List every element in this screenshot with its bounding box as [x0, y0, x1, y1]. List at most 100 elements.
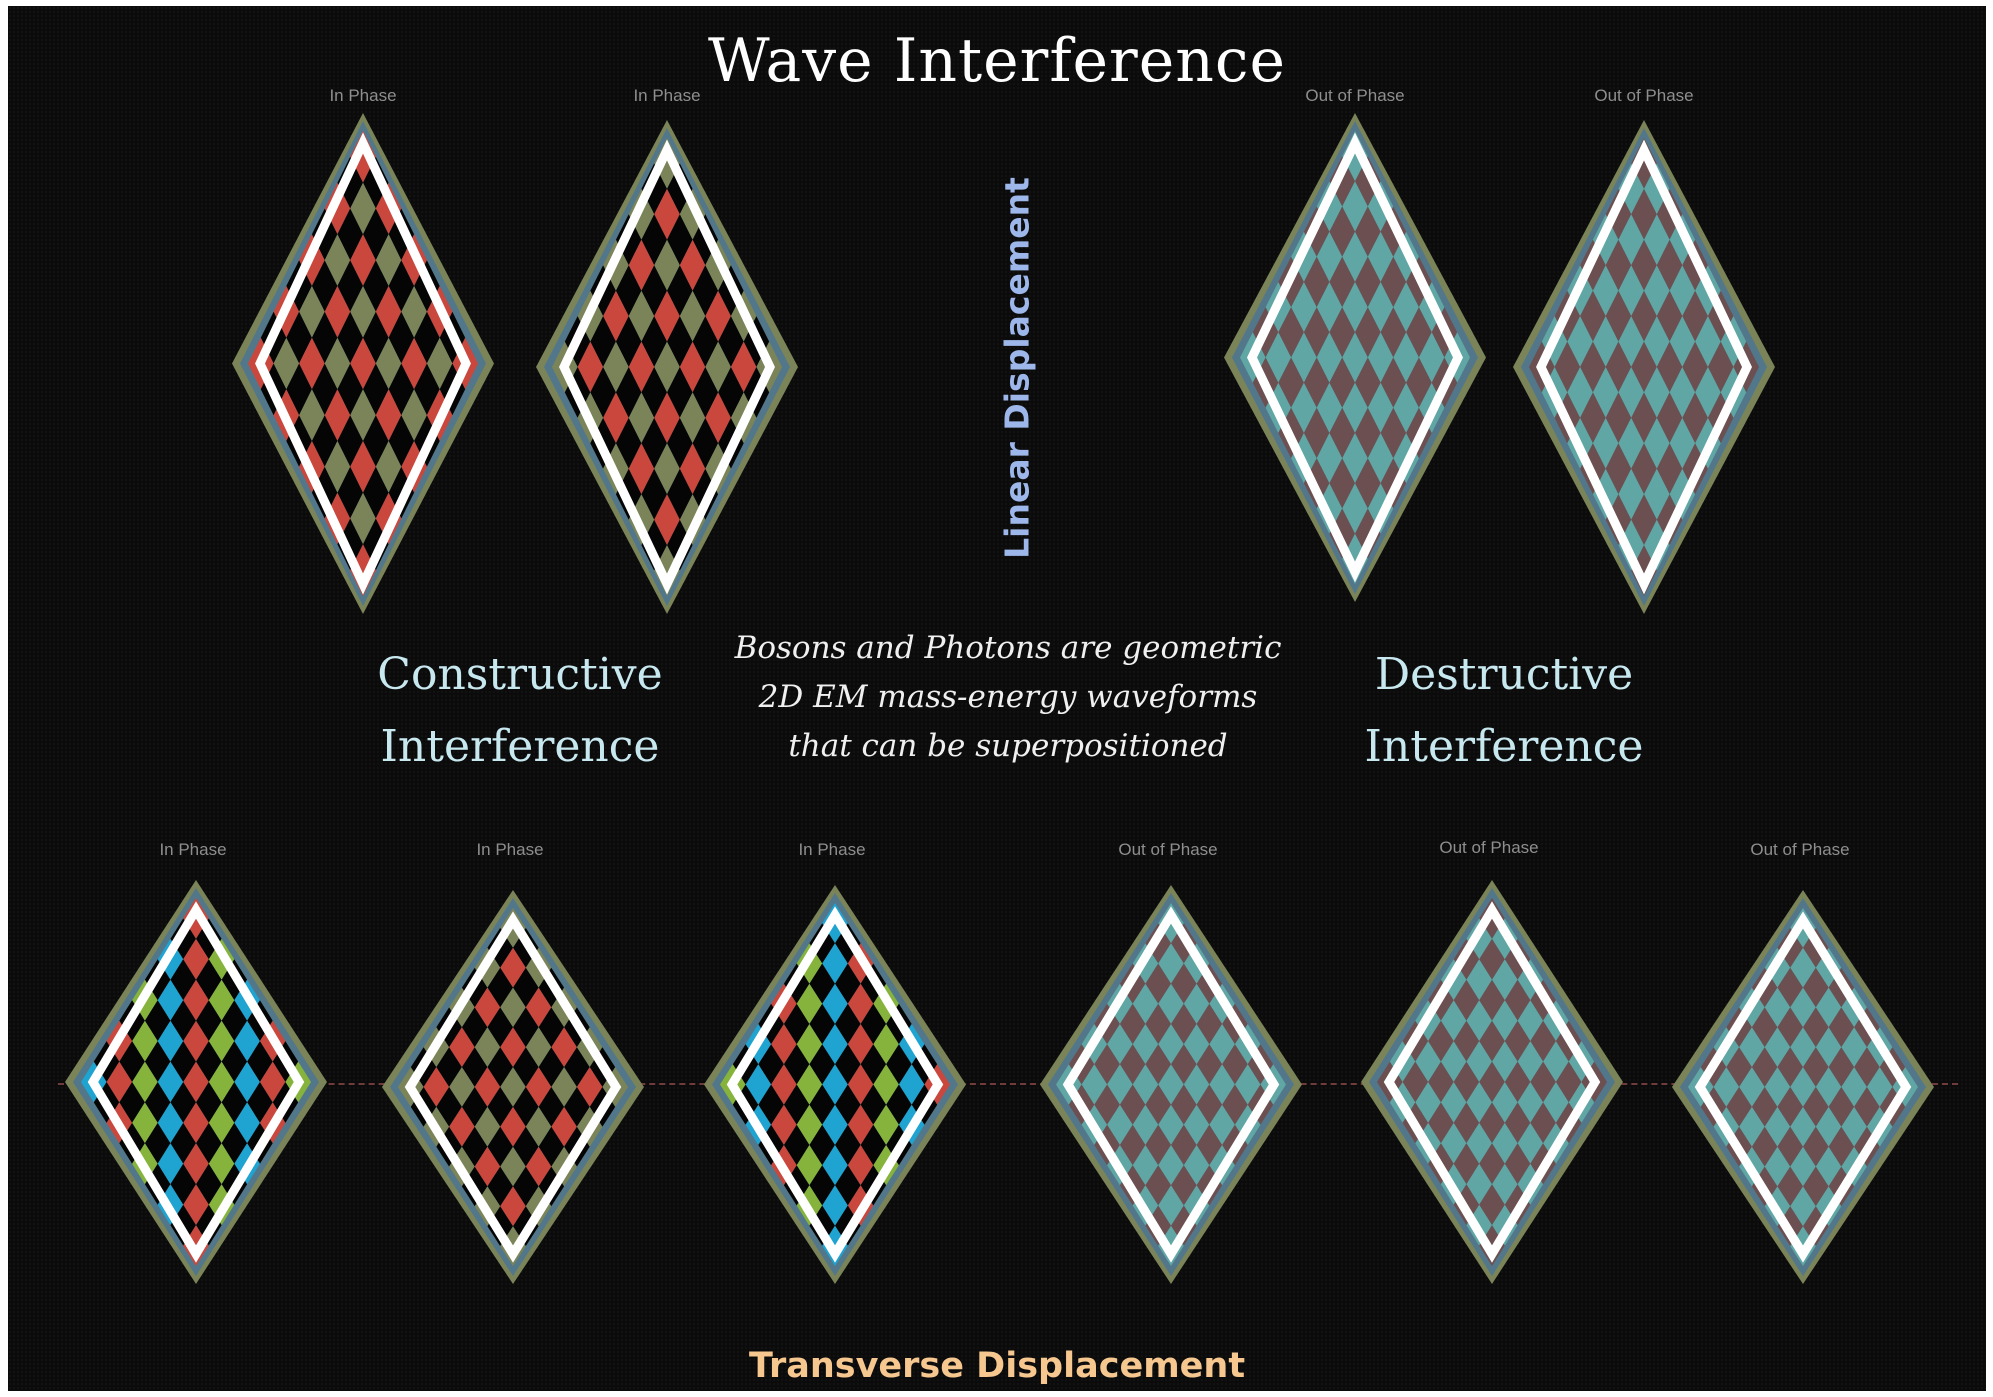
lattice-cell — [311, 260, 338, 312]
lattice-cell — [873, 1024, 899, 1065]
lattice-cell — [324, 337, 351, 390]
lattice-cell — [1479, 938, 1505, 980]
lattice-cell — [873, 1064, 899, 1105]
lattice-cell — [132, 1061, 158, 1103]
lattice-cell — [1803, 967, 1829, 1008]
diamond-outline — [404, 911, 622, 1263]
lattice-cell — [1631, 138, 1657, 189]
diamond-outline — [1694, 911, 1912, 1263]
lattice-cell — [1171, 1003, 1197, 1045]
lattice-cell — [1158, 1064, 1184, 1105]
lattice-cell — [183, 979, 209, 1021]
lattice-cell — [363, 260, 389, 312]
lattice-cell — [474, 1146, 501, 1187]
lattice-cell — [375, 389, 402, 441]
lattice-cell — [1580, 290, 1606, 342]
lattice-cell — [1466, 1082, 1492, 1123]
lattice-cell — [1453, 979, 1480, 1021]
lattice-cell — [809, 1044, 835, 1085]
lattice-cell — [1815, 1146, 1842, 1187]
lattice-cell — [1119, 1044, 1146, 1085]
lattice-cell — [286, 311, 312, 364]
caption-line-1: Bosons and Photons are geometric — [734, 630, 1282, 666]
lattice-cell — [375, 234, 402, 286]
top-phase-label-4: Out of Phase — [1594, 86, 1694, 105]
lattice-cell — [667, 367, 693, 418]
lattice-cell — [1303, 357, 1330, 408]
lattice-cell — [1479, 1020, 1505, 1062]
lattice-cell — [873, 1104, 899, 1145]
bottom-phase-label-1: In Phase — [159, 840, 227, 859]
lattice-cell — [835, 963, 861, 1004]
lattice-cell — [375, 337, 402, 390]
lattice-cell — [692, 417, 719, 469]
lattice-cell — [350, 544, 376, 596]
lattice-cell — [771, 1064, 797, 1105]
lattice-cell — [809, 1003, 835, 1045]
lattice-cell — [705, 341, 731, 393]
lattice-cell — [1453, 1061, 1480, 1103]
lattice-cell — [1682, 290, 1708, 342]
lattice-cell — [324, 286, 351, 338]
lattice-cell — [1854, 1047, 1880, 1087]
lattice-cell — [1367, 433, 1394, 484]
lattice-cell — [1592, 316, 1619, 367]
top-phase-label-3: Out of Phase — [1305, 86, 1405, 105]
bottom-phase-label-3: In Phase — [798, 840, 866, 859]
lattice-cell — [500, 1067, 526, 1107]
lattice-cell — [615, 417, 642, 469]
lattice-cell — [449, 1067, 475, 1107]
lattice-cell — [1094, 1084, 1120, 1125]
lattice-cell — [615, 316, 642, 367]
lattice-cell — [1790, 987, 1816, 1028]
lattice-cell — [1158, 1185, 1184, 1226]
lattice-cell — [1132, 1064, 1159, 1105]
lattice-cell — [835, 1003, 861, 1045]
top-phase-label-1: In Phase — [329, 86, 397, 105]
lattice-cell — [1669, 265, 1696, 317]
lattice-cell — [1644, 468, 1670, 520]
lattice-cell — [1234, 1064, 1261, 1105]
lattice-cell — [1342, 433, 1368, 484]
lattice-cell — [692, 316, 719, 367]
lattice-cell — [1466, 1122, 1492, 1164]
lattice-cell — [796, 983, 823, 1024]
lattice-cell — [1580, 341, 1606, 393]
lattice-cell — [1265, 332, 1292, 383]
lattice-cell — [1428, 1061, 1454, 1103]
lattice-cell — [157, 1020, 184, 1062]
lattice-cell — [324, 389, 351, 441]
lattice-cell — [350, 286, 376, 338]
lattice-cell — [1183, 1024, 1210, 1065]
lattice-cell — [144, 1041, 171, 1082]
lattice-cell — [1119, 1084, 1146, 1125]
lattice-cell — [1329, 508, 1355, 559]
lattice-cell — [525, 1067, 552, 1107]
lattice-cell — [1355, 307, 1381, 358]
lattice-cell — [1618, 468, 1644, 520]
lattice-cell — [1803, 1007, 1829, 1048]
lattice-cell — [1329, 458, 1355, 509]
lattice-cell — [1479, 1102, 1505, 1144]
lattice-cell — [1682, 392, 1708, 444]
lattice-cell — [1479, 979, 1505, 1021]
lattice-cell — [1418, 332, 1445, 383]
lattice-cell — [1618, 214, 1644, 266]
lattice-cell — [847, 1104, 874, 1145]
lattice-cell — [1428, 1020, 1454, 1062]
lattice-cell — [1841, 1067, 1867, 1107]
lattice-cell — [1618, 265, 1644, 317]
lattice-cell — [1209, 1024, 1235, 1065]
lattice-cell — [1479, 1143, 1505, 1185]
lattice-cell — [667, 519, 693, 571]
lattice-cell — [221, 1122, 248, 1164]
lattice-cell — [835, 1044, 861, 1085]
lattice-cell — [487, 1166, 513, 1207]
bottom-phase-label-6: Out of Phase — [1750, 840, 1850, 859]
lattice-cell — [1183, 1064, 1210, 1105]
lattice-cell — [196, 959, 222, 1001]
lattice-cell — [860, 1084, 887, 1125]
top-diamond-3 — [1224, 113, 1486, 602]
top-diamond-1 — [232, 113, 494, 614]
lattice-cell — [1656, 392, 1683, 444]
